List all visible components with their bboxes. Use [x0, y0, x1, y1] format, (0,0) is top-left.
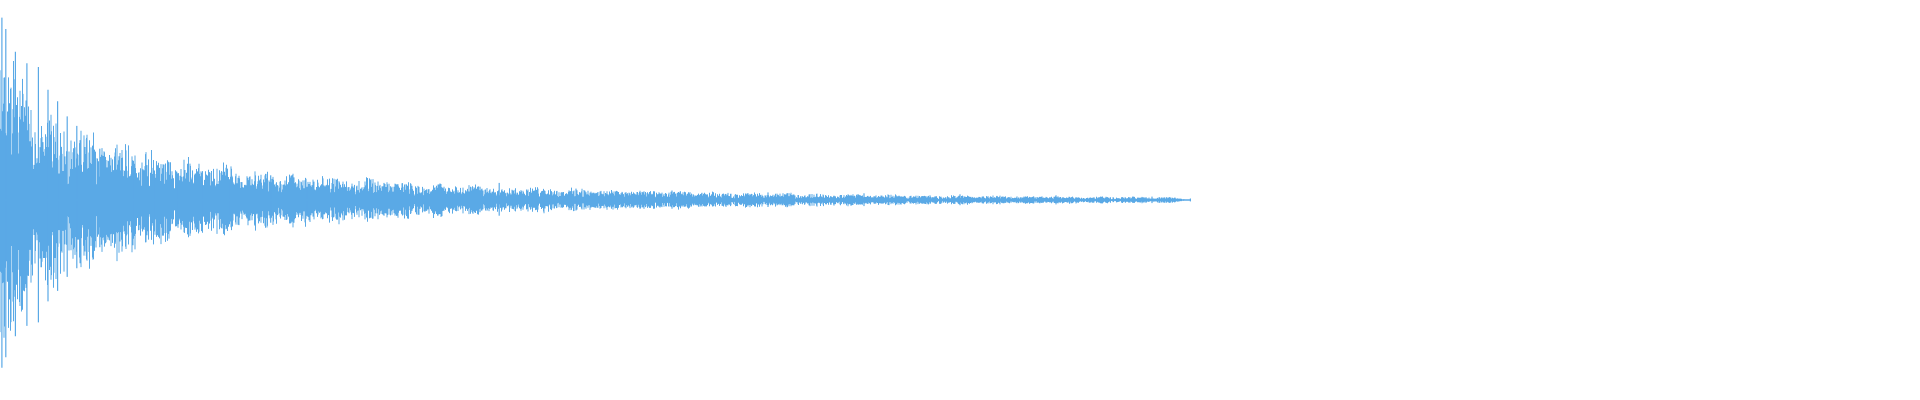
waveform-samples [0, 17, 1192, 368]
